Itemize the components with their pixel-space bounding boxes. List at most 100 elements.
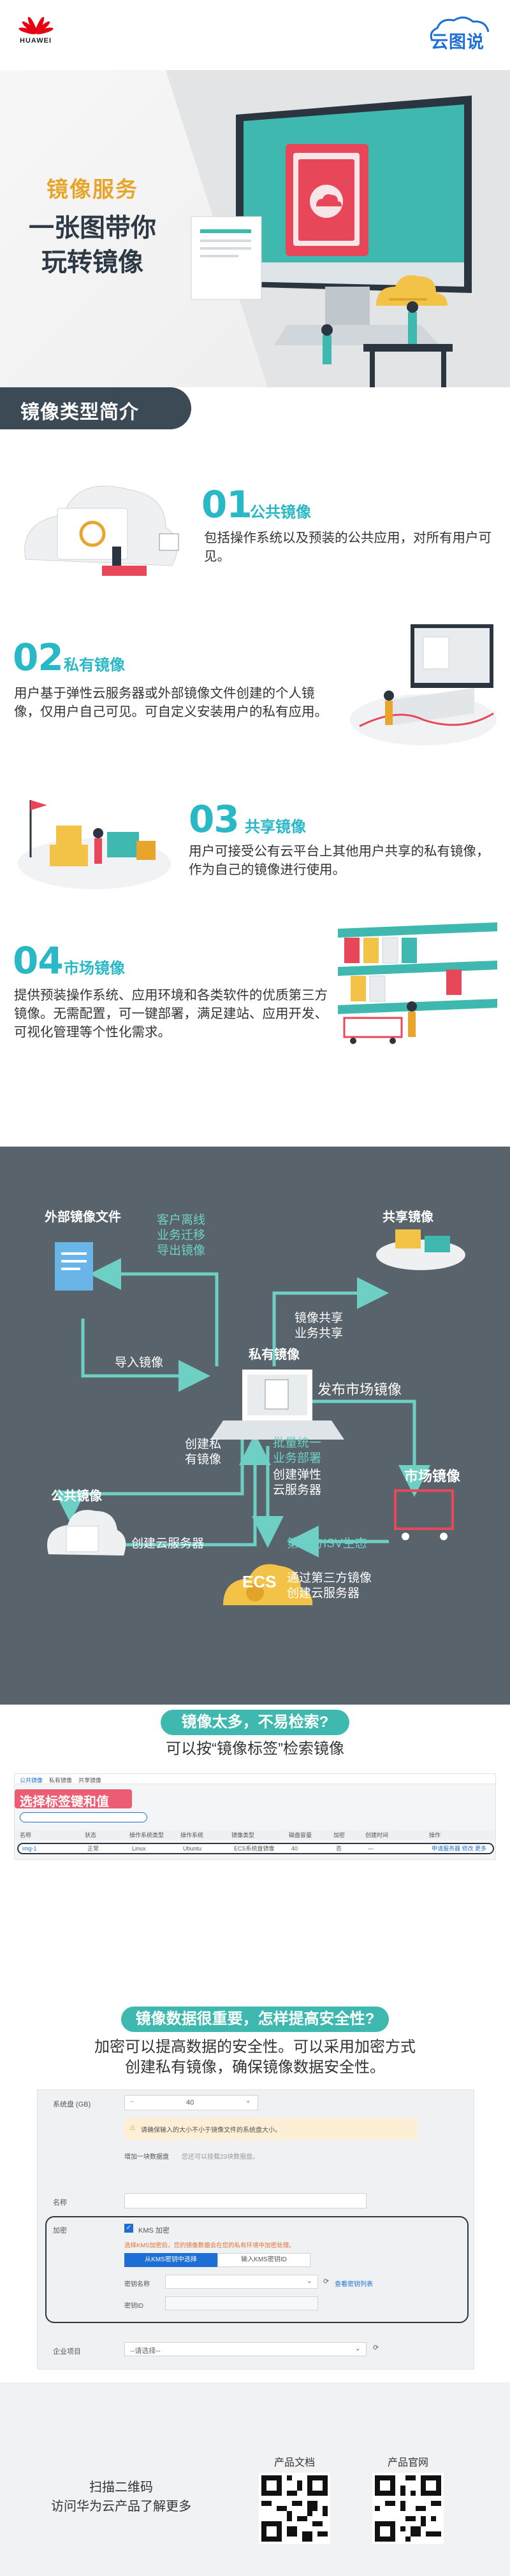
- column-logo: 云图说: [427, 13, 493, 52]
- footer-scan-line1: 扫描二维码: [89, 2480, 153, 2494]
- tab-private[interactable]: 私有镜像: [49, 1777, 73, 1784]
- chevron-down-icon: ⌄: [306, 2277, 312, 2285]
- label-create-ecs-a: 创建弹性 云服务器: [273, 1468, 322, 1497]
- col-os-type: 操作系统类型: [129, 1832, 164, 1838]
- label-import-image: 导入镜像: [115, 1356, 164, 1370]
- plus-icon[interactable]: +: [246, 2098, 251, 2106]
- type-title-02: 私有镜像: [64, 657, 125, 674]
- label-publish-market: 发布市场镜像: [317, 1382, 402, 1398]
- key-id-label: 密钥ID: [124, 2303, 143, 2310]
- hero-title-line1: 镜像服务: [47, 178, 138, 202]
- row-actions[interactable]: 申请服务器 修改 更多: [432, 1845, 487, 1852]
- name-label: 名称: [53, 2199, 67, 2207]
- kms-checkbox[interactable]: ✓: [124, 2224, 133, 2233]
- search-subtitle: 可以按“镜像标签”检索镜像: [166, 1740, 344, 1757]
- table-header: 名称 状态 操作系统类型 操作系统 镜像类型 磁盘容量 加密 创建时间 操作: [15, 1830, 495, 1840]
- type-number-03: 03: [189, 798, 240, 841]
- qr-pattern: [261, 2475, 328, 2542]
- select-kms-button[interactable]: 从KMS密钥中选择: [124, 2253, 217, 2267]
- view-key-link[interactable]: 查看密钥列表: [335, 2281, 373, 2288]
- public-image-illustration: [24, 485, 179, 576]
- disk-warning-text: 请确保输入的大小不小于镜像文件的系统盘大小。: [141, 2127, 281, 2134]
- key-id-field[interactable]: [165, 2296, 318, 2310]
- footer: 扫描二维码 访问华为云产品了解更多 产品文档 产品官网: [0, 2382, 510, 2576]
- encrypt-subtitle-2: 创建私有镜像，确保镜像数据安全性。: [125, 2059, 385, 2076]
- cloud-outline-icon: [430, 17, 490, 41]
- types-section: 镜像类型简介 01 公共镜像 包括操作系统以及预装的公共应用，对所有用户可见。 …: [0, 387, 510, 1147]
- project-select[interactable]: --请选择-- ⌄: [124, 2342, 367, 2356]
- node-public-image: 公共镜像: [51, 1489, 102, 1503]
- col-image-type: 镜像类型: [231, 1832, 255, 1838]
- row-created: —: [368, 1845, 374, 1852]
- qr-pattern: [375, 2475, 441, 2542]
- input-kms-button[interactable]: 输入KMS密钥ID: [217, 2253, 310, 2267]
- column-logo-text: 云图说: [431, 32, 484, 52]
- tag-callout: 选择标签键和值: [15, 1789, 132, 1809]
- footer-scan-text: 扫描二维码 访问华为云产品了解更多: [26, 2478, 217, 2516]
- node-market-image: 市场镜像: [404, 1468, 461, 1484]
- section-heading: 镜像类型简介: [20, 402, 139, 423]
- encrypt-label: 加密: [53, 2227, 67, 2235]
- image-flow-diagram: 外部镜像文件 客户离线 业务迁移 导出镜像 导入镜像 私有镜像 共享镜像 镜像共…: [0, 1147, 510, 1705]
- footer-scan-line2: 访问华为云产品了解更多: [51, 2500, 191, 2514]
- minus-icon[interactable]: −: [130, 2098, 135, 2106]
- row-name[interactable]: img-1: [22, 1845, 37, 1852]
- qr1-label: 产品文档: [273, 2458, 315, 2468]
- label-batch-deploy: 批量统一 业务部署: [273, 1436, 322, 1465]
- type-desc-03: 用户可接受公有云平台上其他用户共享的私有镜像，作为自己的镜像进行使用。: [189, 844, 490, 877]
- table-row[interactable]: img-1 正常 Linux Ubuntu ECS系统盘镜像 40 否 — 申请…: [17, 1843, 494, 1854]
- row-encrypt: 否: [336, 1845, 342, 1852]
- kms-hint: 选择KMS加密后，您的镜像数据会在您的私有环境中加密处理。: [124, 2242, 295, 2249]
- tab-public[interactable]: 公共镜像: [20, 1777, 43, 1784]
- type-desc-02: 用户基于弹性云服务器或外部镜像文件创建的个人镜像，仅用户自己可见。可自定义安装用…: [14, 686, 328, 719]
- search-pill: 镜像太多，不易检索?: [161, 1710, 349, 1735]
- flow-arrows: [47, 1229, 465, 1605]
- label-third-isv: 第三方ISV生态: [287, 1537, 367, 1550]
- hero: 镜像服务 一张图带你 玩转镜像: [0, 70, 510, 387]
- label-create-ecs-b: 创建云服务器: [131, 1537, 205, 1550]
- name-input[interactable]: [124, 2193, 367, 2208]
- market-image-illustration: [338, 922, 497, 1044]
- type-title-04: 市场镜像: [64, 960, 125, 977]
- col-actions: 操作: [429, 1832, 441, 1838]
- col-os: 操作系统: [180, 1832, 204, 1838]
- add-disk-link[interactable]: 增加一块数据盘: [124, 2154, 169, 2161]
- project-placeholder: --请选择--: [130, 2347, 161, 2355]
- kms-label: KMS 加密: [138, 2227, 170, 2235]
- project-label: 企业项目: [53, 2348, 81, 2356]
- hero-title: 镜像服务 一张图带你 玩转镜像: [26, 172, 159, 280]
- type-title-03: 共享镜像: [245, 819, 306, 836]
- row-image-type: ECS系统盘镜像: [234, 1845, 275, 1852]
- section-heading-band: 镜像类型简介: [0, 387, 191, 429]
- node-shared-image: 共享镜像: [382, 1210, 433, 1224]
- col-encrypt: 加密: [333, 1832, 346, 1838]
- row-os-type: Linux: [132, 1845, 146, 1852]
- encrypt-highlight: [45, 2216, 469, 2323]
- qr-code-site[interactable]: [372, 2473, 444, 2544]
- label-create-private: 创建私 有镜像: [185, 1438, 222, 1466]
- refresh-icon[interactable]: ⟳: [323, 2278, 330, 2286]
- disk-stepper[interactable]: − 40 +: [124, 2095, 258, 2110]
- shared-image-illustration: [18, 800, 171, 889]
- type-number-01: 01: [201, 483, 252, 526]
- tab-shared[interactable]: 共享镜像: [78, 1777, 102, 1784]
- type-number-04: 04: [13, 939, 64, 982]
- row-status: 正常: [87, 1845, 99, 1852]
- encrypt-pill: 镜像数据很重要，怎样提高安全性?: [121, 2007, 389, 2032]
- qr2-label: 产品官网: [387, 2458, 428, 2468]
- warning-icon: ⚠: [129, 2124, 136, 2132]
- tag-filter-input[interactable]: [20, 1812, 147, 1822]
- node-external-file: 外部镜像文件: [45, 1210, 121, 1224]
- key-name-select[interactable]: ⌄: [165, 2275, 318, 2289]
- node-ecs: ECS: [242, 1572, 277, 1591]
- image-list-screenshot: 公共镜像 私有镜像 共享镜像 选择标签键和值 名称 状态 操作系统类型 操作系统…: [14, 1773, 496, 1860]
- type-desc-04: 提供预装操作系统、应用环境和各类软件的优质第三方镜像。无需配置，可一键部署，满足…: [14, 988, 328, 1040]
- encrypt-form-screenshot: 系统盘 (GB) − 40 + ⚠ 请确保输入的大小不小于镜像文件的系统盘大小。…: [37, 2089, 474, 2370]
- col-disk: 磁盘容量: [289, 1832, 312, 1838]
- refresh-icon[interactable]: ⟳: [373, 2344, 379, 2352]
- hero-title-line2: 一张图带你: [29, 214, 156, 242]
- label-create-ecs-c: 通过第三方镜像 创建云服务器: [287, 1571, 372, 1600]
- encrypt-section: 镜像数据很重要，怎样提高安全性? 加密可以提高数据的安全性。可以采用加密方式 创…: [0, 1972, 510, 2382]
- private-image-illustration: [350, 624, 497, 745]
- qr-code-docs[interactable]: [259, 2473, 330, 2544]
